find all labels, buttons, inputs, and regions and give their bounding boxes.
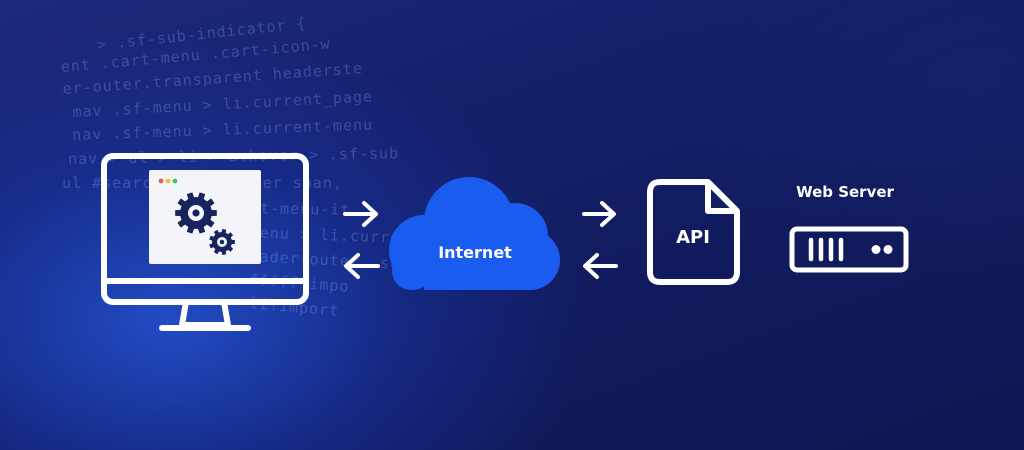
document-fold <box>705 182 737 214</box>
api-document-icon <box>647 179 740 285</box>
arrow-right-icon <box>582 201 616 227</box>
window-dot-green <box>172 178 178 184</box>
arrow-left-icon <box>583 253 618 279</box>
monitor-frame <box>101 153 309 305</box>
internet-label: Internet <box>438 243 512 262</box>
gear-large-icon <box>175 192 217 234</box>
server-icon <box>789 226 909 273</box>
web-server-label: Web Server <box>796 183 894 201</box>
arrow-left-icon <box>344 253 380 279</box>
gear-small-icon <box>209 229 235 255</box>
arrow-right-icon <box>343 201 378 227</box>
api-label: API <box>676 227 710 248</box>
gear-center <box>219 239 225 245</box>
server-led <box>871 245 881 254</box>
monitor-stand <box>179 301 231 328</box>
gear-center <box>192 209 200 217</box>
window-dot-red <box>158 178 164 184</box>
server-led <box>883 245 893 254</box>
window-dot-yellow <box>165 178 171 184</box>
server-body <box>789 226 909 273</box>
cloud-icon <box>389 177 560 290</box>
computer-icon <box>101 153 309 331</box>
document-outline <box>647 179 740 285</box>
